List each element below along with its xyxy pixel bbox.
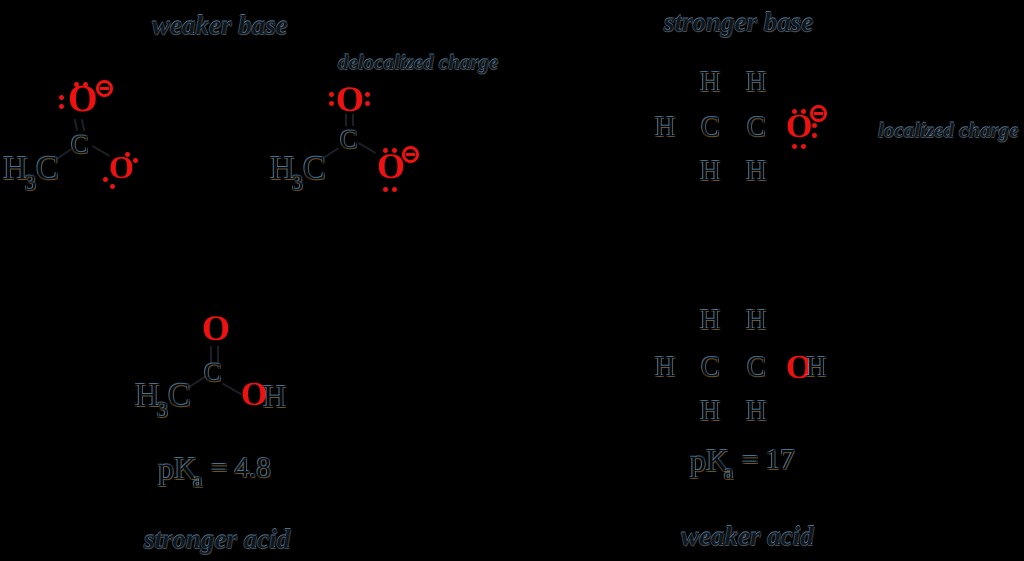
hydrogen-atom: H <box>3 150 28 187</box>
carbon-atom: C <box>340 125 358 154</box>
oxygen-atom: O <box>68 78 98 120</box>
lone-pair-dot <box>383 148 388 153</box>
carbon-atom: C <box>701 352 720 383</box>
pka-subscript: a <box>724 460 734 484</box>
lone-pair-dot <box>59 104 64 109</box>
pka-label: pK <box>690 442 730 478</box>
pka-value: = 17 <box>742 444 795 476</box>
double-bond-line <box>352 114 354 126</box>
carbon-atom: C <box>747 352 766 383</box>
lone-pair-dot <box>74 82 79 87</box>
lone-pair-dot <box>792 144 797 149</box>
pka-label: pK <box>158 450 198 486</box>
oxygen-atom: O <box>109 149 134 185</box>
carbon-atom: C <box>303 150 326 187</box>
lone-pair-dot <box>110 184 115 189</box>
lone-pair-dot <box>329 92 334 97</box>
caption-stronger-acid: stronger acid <box>144 524 291 554</box>
carbon-atom: C <box>701 112 720 143</box>
lone-pair-dot <box>392 148 397 153</box>
lone-pair-dot <box>365 92 370 97</box>
lone-pair-dot <box>812 133 817 138</box>
double-bond-line <box>217 346 219 365</box>
lone-pair-dot <box>792 109 797 114</box>
lone-pair-dot <box>329 101 334 106</box>
lone-pair-dot <box>392 187 397 192</box>
lone-pair-dot <box>103 177 108 182</box>
double-bond-line <box>345 114 347 126</box>
pka-subscript: a <box>193 468 203 492</box>
lone-pair-dot <box>812 123 817 128</box>
hydrogen-atom: H <box>746 396 767 427</box>
hydrogen-atom: H <box>806 352 827 383</box>
hydrogen-atom: H <box>270 150 295 187</box>
subscript-three: 3 <box>157 397 168 422</box>
carbon-atom: C <box>747 112 766 143</box>
oxygen-atom: O <box>786 349 813 386</box>
oxygen-atom: O <box>786 108 813 145</box>
caption-delocalized-charge: delocalized charge <box>338 50 499 74</box>
hydrogen-atom: H <box>746 156 767 187</box>
lone-pair-dot <box>383 187 388 192</box>
carbon-atom: C <box>168 377 191 414</box>
negative-charge-icon <box>96 80 113 97</box>
caption-stronger-base: stronger base <box>664 7 814 37</box>
hydrogen-atom: H <box>746 305 767 336</box>
carbon-atom: C <box>36 150 59 187</box>
hydrogen-atom: H <box>655 352 676 383</box>
lone-pair-dot <box>125 152 130 157</box>
oxygen-atom: O <box>241 376 268 413</box>
lone-pair-dot <box>365 101 370 106</box>
hydrogen-atom: H <box>700 305 721 336</box>
lone-pair-dot <box>59 95 64 100</box>
hydrogen-atom: H <box>700 396 721 427</box>
lone-pair-dot <box>133 158 138 163</box>
negative-charge-icon <box>402 146 419 163</box>
oxygen-atom: O <box>336 79 365 119</box>
lone-pair-dot <box>801 144 806 149</box>
hydrogen-atom: H <box>700 67 721 98</box>
carbon-atom: C <box>204 358 222 387</box>
negative-charge-icon <box>810 105 827 122</box>
pka-value: = 4.8 <box>211 452 271 484</box>
caption-weaker-base: weaker base <box>152 10 288 40</box>
caption-weaker-acid: weaker acid <box>681 521 814 551</box>
subscript-three: 3 <box>292 170 303 195</box>
carbon-atom: C <box>71 130 89 159</box>
caption-localized-charge: localized charge <box>878 118 1019 142</box>
lone-pair-dot <box>801 109 806 114</box>
double-bond-line <box>210 346 212 365</box>
oxygen-atom: O <box>202 308 231 348</box>
hydrogen-atom: H <box>700 156 721 187</box>
hydrogen-atom: H <box>655 112 676 143</box>
hydrogen-atom: H <box>135 377 160 414</box>
oxygen-atom: O <box>377 146 406 186</box>
hydrogen-atom: H <box>746 67 767 98</box>
hydrogen-atom: H <box>263 378 287 414</box>
subscript-three: 3 <box>25 170 36 195</box>
lone-pair-dot <box>83 82 88 87</box>
